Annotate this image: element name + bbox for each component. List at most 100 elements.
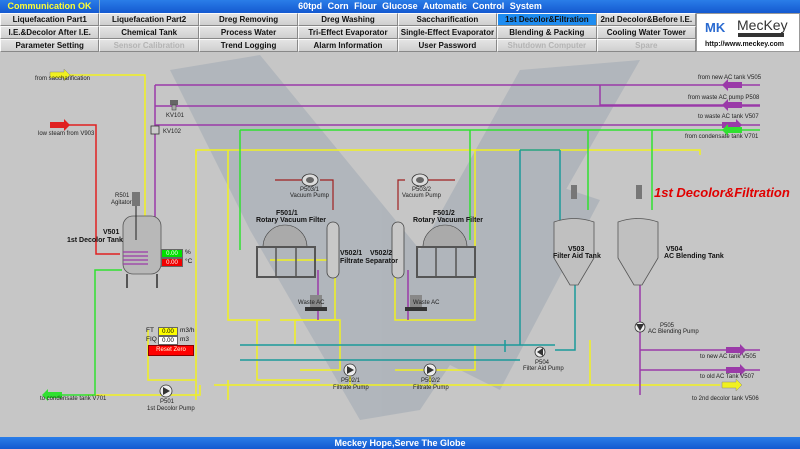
nav-button-1st-decolor-filtration[interactable]: 1st Decolor&Filtration	[497, 13, 597, 26]
fiq-label: FIQ	[146, 336, 157, 343]
nav-button-liquefacation-part2[interactable]: Liquefacation Part2	[99, 13, 199, 26]
pump-p502-2-name: Filtrate Pump	[413, 385, 449, 391]
title-bar: Communication OK 60tpd Corn Flour Glucos…	[0, 0, 800, 13]
label-to-new-ac: to new AC tank V505	[700, 354, 757, 360]
nav-button-tri-effect-evaporator[interactable]: Tri-Effect Evaporator	[298, 26, 398, 39]
flow-total-readout: 0.00	[158, 336, 178, 345]
vacuum-pump-p503-2-name: Vacuum Pump	[402, 193, 442, 199]
rotary-filter-f501-1[interactable]	[256, 224, 316, 278]
nav-button-parameter-setting[interactable]: Parameter Setting	[0, 39, 100, 52]
stream-arrows	[42, 68, 746, 401]
pid-diagram: from saccharification low steam from V90…	[35, 55, 790, 420]
pump-p501-name: 1st Decolor Pump	[147, 406, 195, 412]
label-from-saccharification: from saccharification	[35, 76, 90, 82]
filtrate-separator-v502-1[interactable]	[326, 221, 340, 279]
nav-button-chemical-tank[interactable]: Chemical Tank	[99, 26, 199, 39]
waste-ac-2-label: Waste AC	[413, 300, 440, 306]
machinery-strip	[738, 33, 784, 37]
label-from-new-ac: from new AC tank V505	[698, 75, 762, 81]
temperature-readout: 0.00	[161, 258, 183, 267]
waste-ac-truck-1	[305, 295, 327, 311]
tank-v504[interactable]	[617, 185, 659, 286]
pump-p504-tag: P504	[535, 360, 550, 366]
flow-total-unit: m3	[180, 336, 190, 343]
label-to-old-ac: to old AC Tank V507	[700, 374, 755, 380]
nav-button-dreg-removing[interactable]: Dreg Removing	[198, 13, 299, 26]
pump-p504[interactable]	[534, 346, 546, 358]
pump-p502-1-tag: P502/1	[341, 378, 361, 384]
nav-button-saccharification[interactable]: Saccharification	[397, 13, 498, 26]
ft-label: FT	[146, 327, 154, 334]
tank-v504-name: AC Blending Tank	[664, 253, 724, 260]
company-logo: MK MecKey http://www.meckey.com	[696, 13, 800, 52]
rotary-filter-f501-1-tag: F501/1	[276, 210, 298, 217]
nav-button-sensor-calibration[interactable]: Sensor Calibration	[99, 39, 199, 52]
svg-text:KV101: KV101	[166, 113, 185, 119]
vacuum-pump-p503-1-tag: P503/1	[300, 187, 320, 193]
level-unit: %	[185, 249, 191, 256]
pump-p504-name: Filter Aid Pump	[523, 366, 564, 372]
label-to-condensate: to condensate tank V701	[40, 396, 107, 402]
rotary-filter-f501-1-name: Rotary Vacuum Filter	[256, 217, 326, 224]
label-low-steam: low steam from V903	[38, 131, 95, 137]
condensate-lines-green	[60, 129, 760, 396]
filtrate-separator-v502-2[interactable]	[391, 221, 405, 279]
vacuum-pump-p503-1[interactable]	[301, 173, 319, 187]
tank-v501-tag: V501	[103, 229, 119, 236]
nav-button-single-effect-evaporator[interactable]: Single-Effect Evaporator	[397, 26, 498, 39]
pump-p502-2-tag: P502/2	[421, 378, 441, 384]
gear-logo-icon: MK	[705, 20, 726, 35]
separator-v502-1-tag: V502/1	[340, 250, 362, 257]
flow-rate-unit: m3/h	[180, 327, 195, 334]
nav-button-trend-logging[interactable]: Trend Logging	[198, 39, 299, 52]
tank-v503[interactable]	[553, 185, 595, 286]
level-readout: 0.00	[161, 249, 183, 258]
pump-p502-2[interactable]	[423, 363, 437, 377]
pump-p505[interactable]	[634, 321, 646, 333]
process-title: 1st Decolor&Filtration	[654, 185, 790, 200]
label-from-condensate: from condensate tank V701	[685, 134, 759, 140]
agitator-tag: R501	[115, 193, 130, 199]
filter-aid-lines-teal	[240, 149, 576, 361]
tank-v501[interactable]	[122, 192, 162, 288]
nav-button-liquefacation-part1[interactable]: Liquefacation Part1	[0, 13, 100, 26]
pump-p502-1-name: Filtrate Pump	[333, 385, 369, 391]
steam-line-red	[60, 124, 120, 255]
reset-zero-button[interactable]: Reset Zero	[148, 345, 194, 356]
nav-button-user-password[interactable]: User Password	[397, 39, 498, 52]
pump-p501-tag: P501	[160, 399, 175, 405]
nav-button-process-water[interactable]: Process Water	[198, 26, 299, 39]
pump-p501[interactable]	[159, 384, 173, 398]
nav-button-cooling-water-tower[interactable]: Cooling Water Tower	[596, 26, 696, 39]
tank-v504-tag: V504	[666, 246, 682, 253]
rotary-filter-f501-2-tag: F501/2	[433, 210, 455, 217]
nav-button-dreg-washing[interactable]: Dreg Washing	[298, 13, 398, 26]
vacuum-pump-p503-1-name: Vacuum Pump	[290, 193, 330, 199]
nav-button-alarm-information[interactable]: Alarm Information	[298, 39, 398, 52]
tank-v503-tag: V503	[568, 246, 584, 253]
brand-name: MecKey	[737, 17, 788, 33]
rotary-filter-f501-2[interactable]	[416, 224, 476, 278]
svg-text:KV102: KV102	[163, 129, 182, 135]
valve-kv102[interactable]: KV102	[150, 125, 182, 135]
tank-v503-name: Filter Aid Tank	[553, 253, 601, 260]
company-url: http://www.meckey.com	[705, 41, 784, 48]
nav-button-2nd-decolor-before-i-e[interactable]: 2nd Decolor&Before I.E.	[596, 13, 696, 26]
label-to-waste-ac: to waste AC tank V507	[698, 114, 759, 120]
tank-v501-name: 1st Decolor Tank	[67, 237, 123, 244]
separator-v502-2-tag: V502/2	[370, 250, 392, 257]
vacuum-pump-p503-2[interactable]	[411, 173, 429, 187]
nav-button-spare[interactable]: Spare	[596, 39, 696, 52]
label-to-2nd-decolor: to 2nd decolor tank V506	[692, 396, 759, 402]
pump-p502-1[interactable]	[343, 363, 357, 377]
nav-button-i-e-decolor-after-i-e[interactable]: I.E.&Decolor After I.E.	[0, 26, 100, 39]
flow-rate-readout: 0.00	[158, 327, 178, 336]
waste-ac-1-label: Waste AC	[298, 300, 325, 306]
temperature-unit: °C	[185, 258, 193, 265]
valve-kv101[interactable]: KV101	[166, 100, 185, 119]
nav-button-blending-packing[interactable]: Blending & Packing	[497, 26, 597, 39]
vacuum-pump-p503-2-tag: P503/2	[412, 187, 432, 193]
nav-button-shutdown-computer[interactable]: Shutdown Computer	[497, 39, 597, 52]
communication-status: Communication OK	[0, 0, 100, 13]
